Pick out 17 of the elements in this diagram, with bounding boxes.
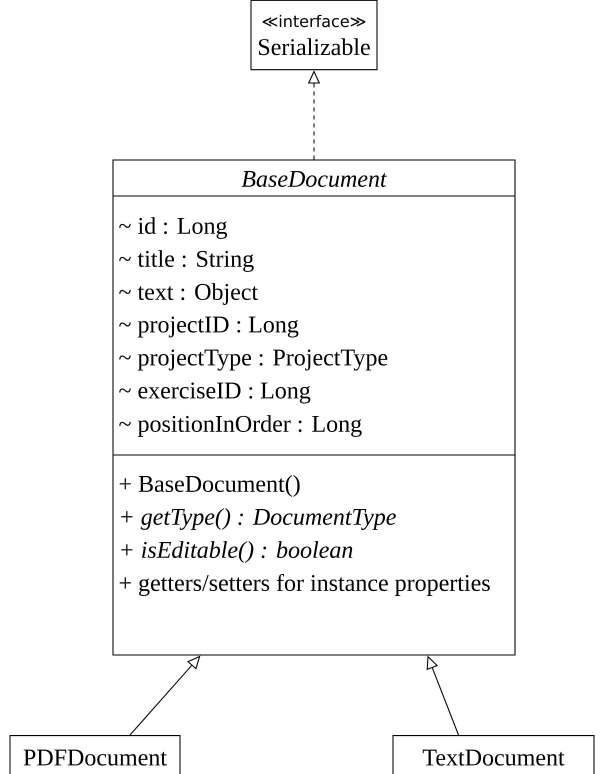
method-text: + isEditable() : boolean [121, 541, 352, 563]
method-text: + getters/setters for instance properties [120, 574, 490, 596]
method-text: + getType() : DocumentType [121, 508, 396, 530]
class-box: PDFDocument [9, 735, 181, 774]
class-box: TextDocument [392, 735, 595, 774]
attribute-text: ~ text : Object [119, 283, 258, 305]
class-box [112, 159, 516, 656]
class-name: BaseDocument [242, 171, 388, 187]
interface-box: ≪interface≫ Serializable [250, 0, 378, 70]
attribute-text: ~ projectID : Long [119, 316, 298, 338]
attribute-text: ~ positionInOrder : Long [119, 415, 362, 437]
method-text: + BaseDocument() [120, 475, 300, 497]
inheritance-arrow [130, 656, 200, 736]
attribute-text: ~ exerciseID : Long [119, 382, 310, 404]
attribute-text: ~ id : Long [119, 217, 228, 239]
attribute-text: ~ projectType : ProjectType [119, 349, 388, 371]
attribute-text: ~ title : String [119, 250, 254, 272]
